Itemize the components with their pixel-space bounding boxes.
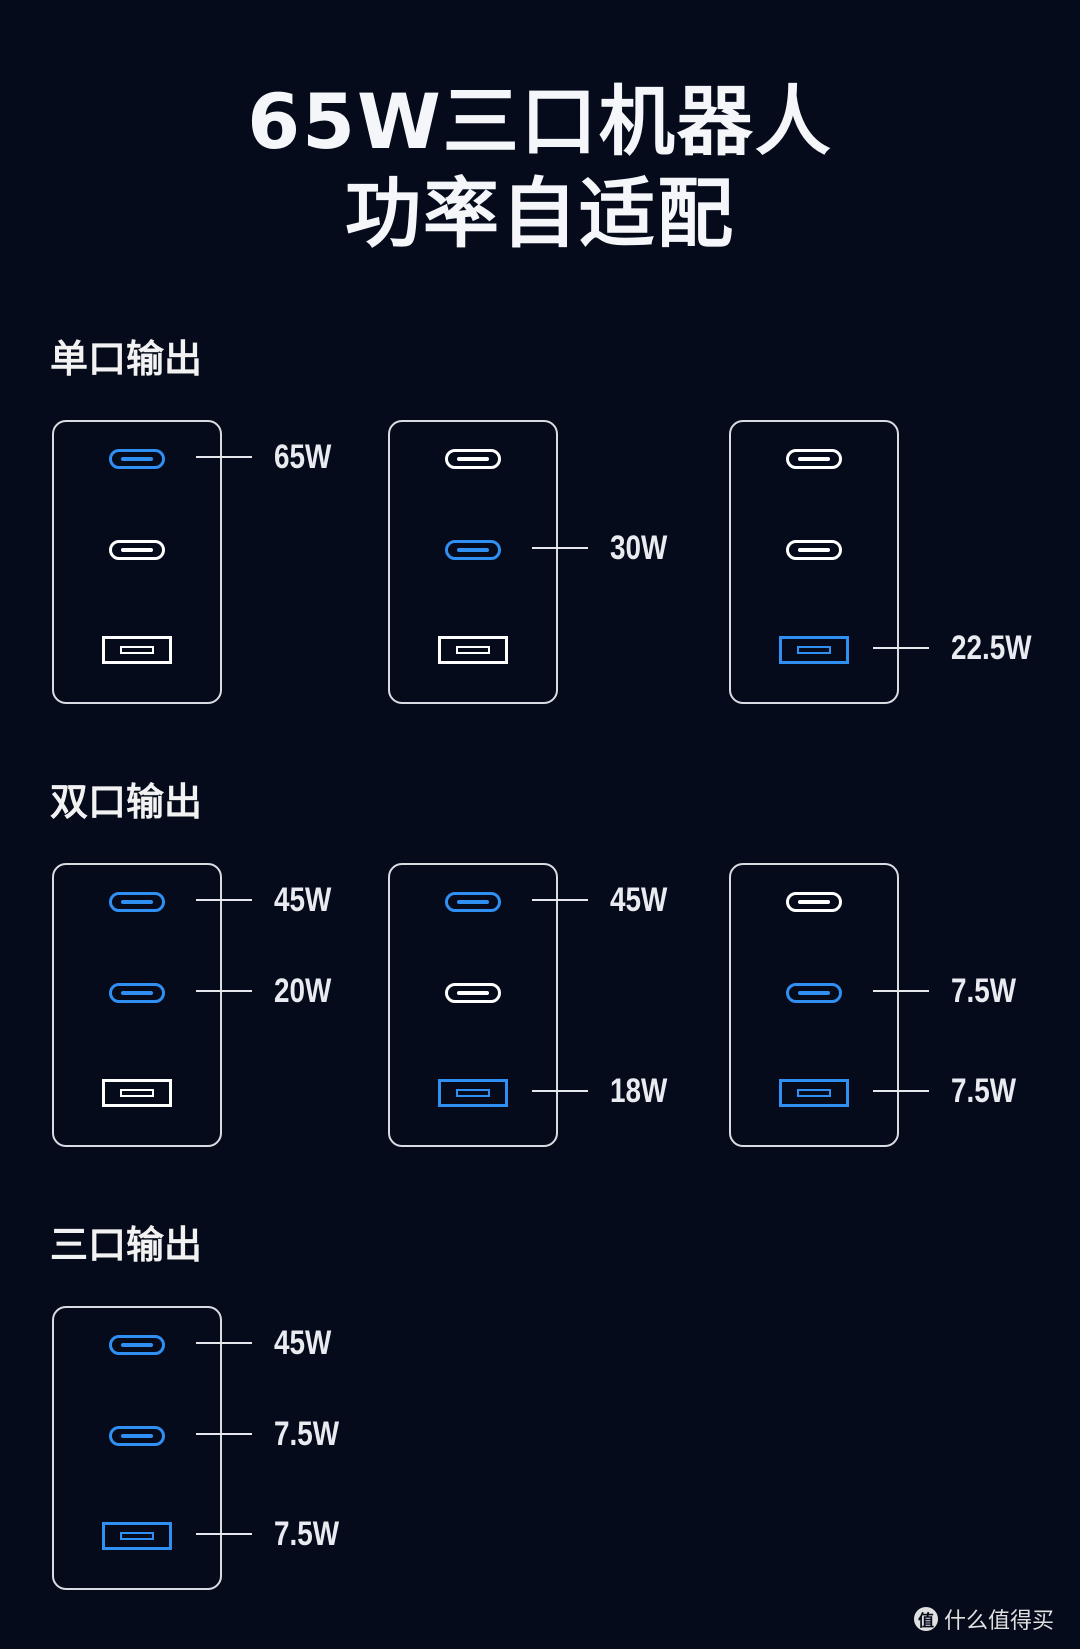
- leader-line: [196, 456, 252, 458]
- usb-a-port-icon: [779, 1079, 849, 1107]
- leader-line: [873, 1090, 929, 1092]
- watermark-logo-icon: 值: [913, 1607, 938, 1631]
- usb-a-port-icon: [438, 1079, 508, 1107]
- charger-card: [388, 863, 558, 1147]
- page-title-line2: 功率自适配: [345, 169, 735, 258]
- port-wattage-label: 7.5W: [951, 972, 1017, 1010]
- port-wattage-label: 7.5W: [951, 1072, 1017, 1110]
- usb-c-port-icon: [109, 1335, 165, 1355]
- usb-a-port-icon: [779, 636, 849, 664]
- section-label: 三口输出: [50, 1223, 203, 1267]
- watermark: 值 什么值得买: [913, 1603, 1054, 1635]
- port-wattage-label: 45W: [274, 881, 332, 919]
- usb-c-port-icon: [786, 892, 842, 912]
- port-wattage-label: 45W: [274, 1324, 332, 1362]
- leader-line: [532, 899, 588, 901]
- usb-c-port-icon: [109, 540, 165, 560]
- leader-line: [196, 1342, 252, 1344]
- leader-line: [532, 547, 588, 549]
- usb-a-port-icon: [102, 636, 172, 664]
- charger-card: [388, 420, 558, 704]
- page-title-line1: 65W三口机器人: [247, 77, 833, 166]
- watermark-text: 什么值得买: [943, 1609, 1054, 1634]
- usb-c-port-icon: [786, 540, 842, 560]
- leader-line: [196, 1433, 252, 1435]
- usb-c-port-icon: [109, 892, 165, 912]
- port-wattage-label: 7.5W: [274, 1515, 340, 1553]
- port-wattage-label: 22.5W: [951, 629, 1032, 667]
- usb-c-port-icon: [109, 983, 165, 1003]
- port-wattage-label: 30W: [610, 529, 668, 567]
- section-label: 双口输出: [50, 780, 203, 824]
- usb-a-port-icon: [102, 1079, 172, 1107]
- charger-card: [52, 1306, 222, 1590]
- usb-c-port-icon: [445, 540, 501, 560]
- leader-line: [196, 990, 252, 992]
- usb-c-port-icon: [445, 983, 501, 1003]
- usb-a-port-icon: [438, 636, 508, 664]
- port-wattage-label: 65W: [274, 438, 332, 476]
- charger-card: [52, 420, 222, 704]
- usb-c-port-icon: [109, 1426, 165, 1446]
- charger-card: [729, 420, 899, 704]
- usb-c-port-icon: [109, 449, 165, 469]
- leader-line: [873, 990, 929, 992]
- usb-c-port-icon: [786, 983, 842, 1003]
- port-wattage-label: 45W: [610, 881, 668, 919]
- charger-card: [729, 863, 899, 1147]
- leader-line: [532, 1090, 588, 1092]
- leader-line: [873, 647, 929, 649]
- leader-line: [196, 899, 252, 901]
- port-wattage-label: 20W: [274, 972, 332, 1010]
- usb-a-port-icon: [102, 1522, 172, 1550]
- port-wattage-label: 18W: [610, 1072, 668, 1110]
- usb-c-port-icon: [445, 892, 501, 912]
- usb-c-port-icon: [786, 449, 842, 469]
- usb-c-port-icon: [445, 449, 501, 469]
- leader-line: [196, 1533, 252, 1535]
- port-wattage-label: 7.5W: [274, 1415, 340, 1453]
- section-label: 单口输出: [50, 337, 203, 381]
- charger-card: [52, 863, 222, 1147]
